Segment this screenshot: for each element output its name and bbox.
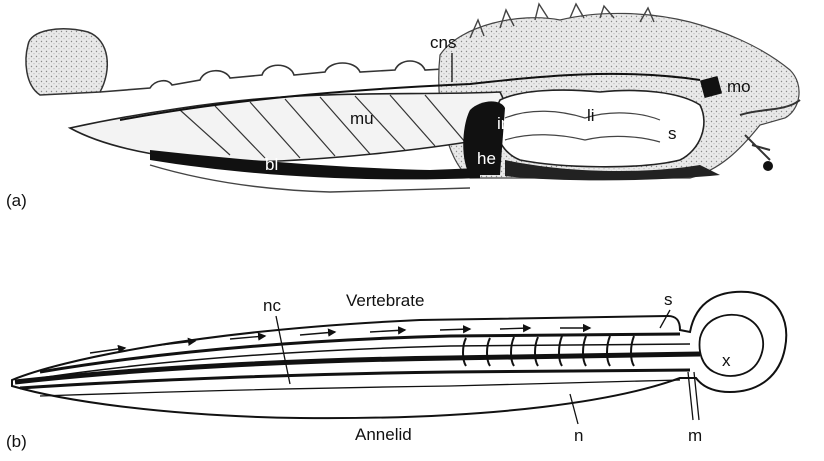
label-n: n (574, 426, 583, 445)
label-cns: cns (430, 33, 456, 52)
label-he: he (477, 149, 496, 168)
panel-a-drawing (26, 4, 800, 192)
label-li: li (587, 106, 595, 125)
head-vesicle (700, 315, 764, 376)
panel-b-tag: (b) (6, 432, 27, 451)
label-bl: bl (265, 155, 278, 174)
label-mu: mu (350, 109, 374, 128)
mouth-dot (763, 161, 773, 171)
label-m: m (688, 426, 702, 445)
label-mo: mo (727, 77, 751, 96)
label-annelid: Annelid (355, 425, 412, 444)
label-s-a: s (668, 124, 677, 143)
label-nc: nc (263, 296, 281, 315)
panel-a-tag: (a) (6, 191, 27, 210)
label-x: x (722, 351, 731, 370)
mouth-tube-1 (688, 372, 693, 420)
label-vertebrate: Vertebrate (346, 291, 424, 310)
head-cap (26, 29, 107, 95)
label-s-b: s (664, 290, 673, 309)
label-in: in (497, 114, 510, 133)
